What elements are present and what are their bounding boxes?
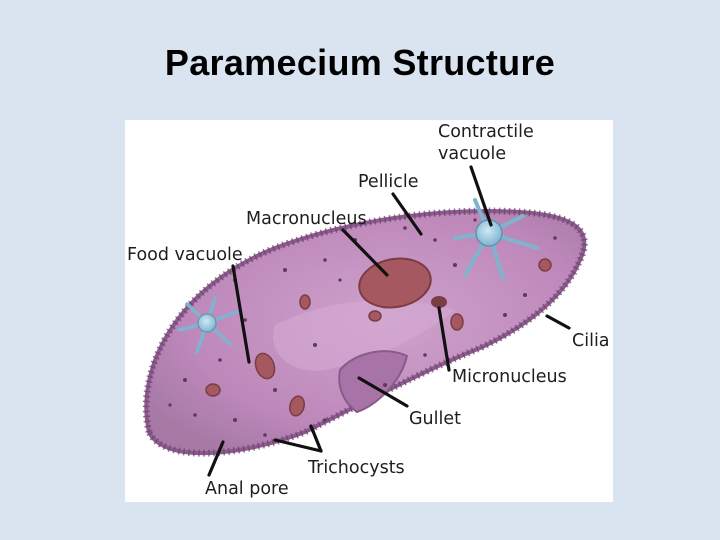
label-micronucleus: Micronucleus xyxy=(452,367,567,387)
micronucleus-shape xyxy=(431,296,447,308)
leader-cilia xyxy=(547,316,569,328)
label-contractile-vacuole-1: Contractile xyxy=(438,122,534,142)
label-gullet: Gullet xyxy=(409,409,461,429)
paramecium-diagram: Contractile vacuole Pellicle Macronucleu… xyxy=(125,120,613,502)
label-anal-pore: Anal pore xyxy=(205,479,289,499)
label-food-vacuole: Food vacuole xyxy=(127,245,243,265)
label-macronucleus: Macronucleus xyxy=(246,209,367,229)
label-trichocysts: Trichocysts xyxy=(307,458,405,478)
label-pellicle: Pellicle xyxy=(358,172,419,192)
label-contractile-vacuole-2: vacuole xyxy=(438,144,506,164)
leader-trichocysts-b xyxy=(275,440,321,451)
paramecium-svg: Contractile vacuole Pellicle Macronucleu… xyxy=(125,120,613,502)
slide-title: Paramecium Structure xyxy=(0,42,720,84)
label-cilia: Cilia xyxy=(572,331,610,351)
